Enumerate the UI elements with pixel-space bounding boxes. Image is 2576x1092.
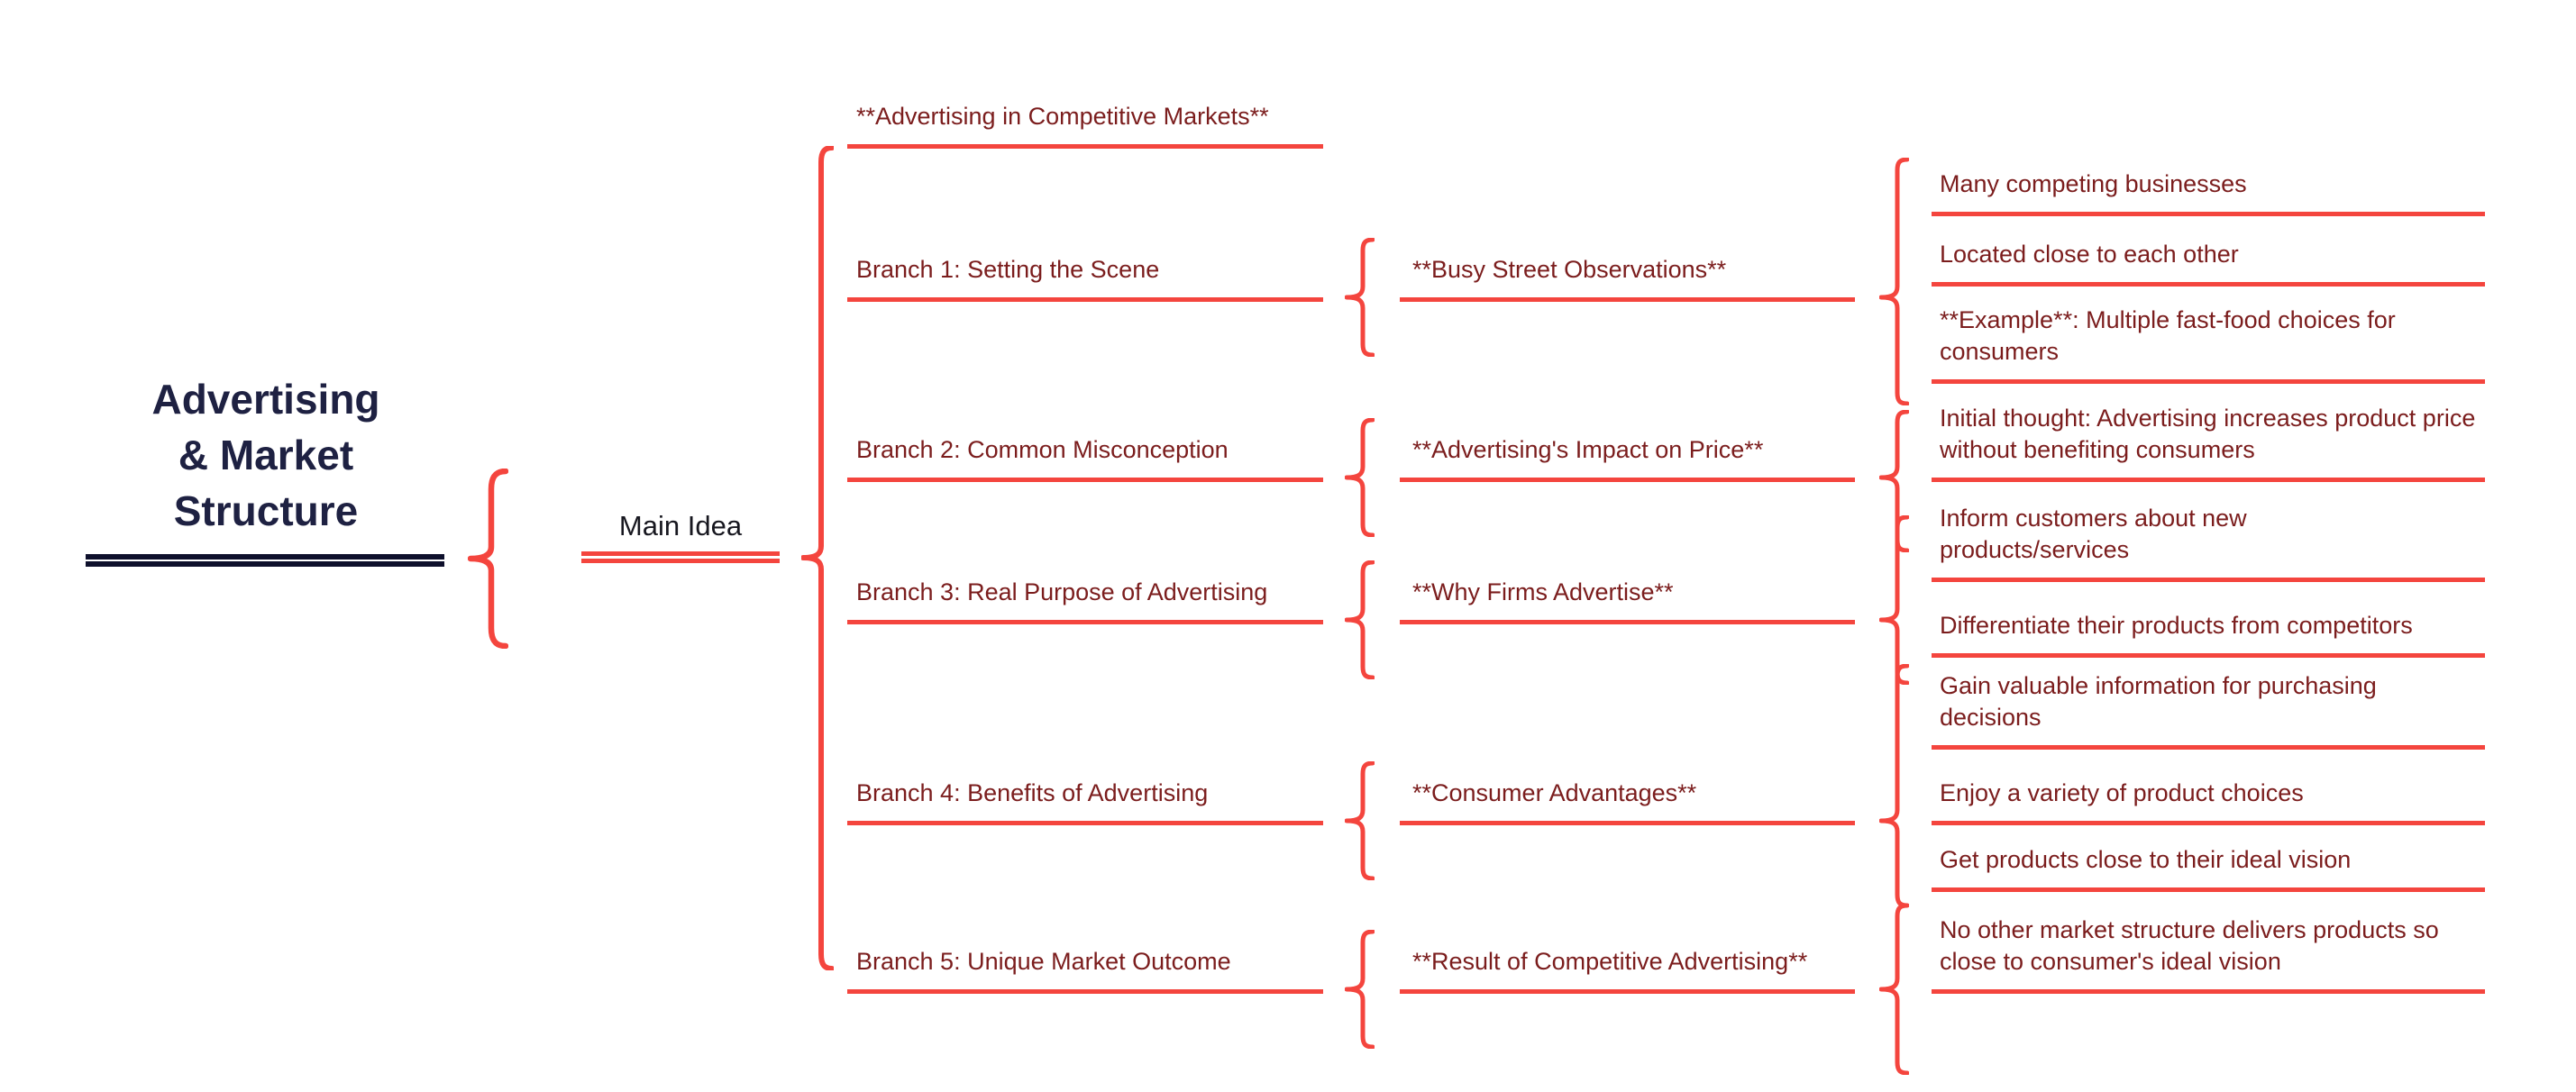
topic-5-label: **Result of Competitive Advertising** [1412,948,1808,975]
brace-path [1879,904,1909,1075]
main-idea-label: Main Idea [618,510,743,541]
leaf-5-1: No other market structure delivers produ… [1932,915,2485,994]
leaf-3-2-label: Differentiate their products from compet… [1940,612,2413,639]
branch-1-node: Branch 1: Setting the Scene [847,254,1323,302]
root-title-line-1: Advertising [151,376,380,423]
brace-topic-1-to-leaves [1879,158,1909,405]
branch-1-label: Branch 1: Setting the Scene [856,256,1160,283]
leaf-4-3-label: Get products close to their ideal vision [1940,846,2352,873]
brace-topic-3-to-leaves [1879,515,1909,685]
leaf-1-1: Many competing businesses [1932,168,2485,216]
topic-3-node: **Why Firms Advertise** [1400,577,1855,624]
leaf-4-2: Enjoy a variety of product choices [1932,778,2485,825]
branch-4-node: Branch 4: Benefits of Advertising [847,778,1323,825]
brace-path [1879,158,1909,405]
brace-topic-5-to-leaves [1879,904,1909,1075]
leaf-4-1-label: Gain valuable information for purchasing… [1940,672,2377,731]
branch-2-label: Branch 2: Common Misconception [856,436,1229,463]
brace-branch-2-to-topic [1345,418,1375,537]
main-idea-double-underline [581,551,780,563]
topic-2-node: **Advertising's Impact on Price** [1400,434,1855,482]
brace-path [1879,664,1909,907]
brace-branch-5-to-topic [1345,930,1375,1049]
main-idea-node: Main Idea [581,509,780,543]
leaf-1-1-label: Many competing businesses [1940,170,2247,197]
topic-1-node: **Busy Street Observations** [1400,254,1855,302]
branch-3-label: Branch 3: Real Purpose of Advertising [856,578,1268,605]
brace-branch-1-to-topic [1345,238,1375,357]
root-double-underline [86,554,444,567]
leaf-3-1-label: Inform customers about new products/serv… [1940,505,2247,563]
leaf-2-1: Initial thought: Advertising increases p… [1932,403,2485,482]
branch-2-node: Branch 2: Common Misconception [847,434,1323,482]
leaf-4-3: Get products close to their ideal vision [1932,844,2485,892]
brace-topic-4-to-leaves [1879,664,1909,907]
topic-3-label: **Why Firms Advertise** [1412,578,1674,605]
brace-branch-4-to-topic [1345,761,1375,880]
leaf-5-1-label: No other market structure delivers produ… [1940,916,2439,975]
brace-path [1345,418,1375,537]
brace-path [1345,761,1375,880]
topic-4-node: **Consumer Advantages** [1400,778,1855,825]
leaf-4-1: Gain valuable information for purchasing… [1932,670,2485,750]
brace-path [468,469,508,649]
brace-path [1345,930,1375,1049]
leaf-1-3-label: **Example**: Multiple fast-food choices … [1940,306,2396,365]
leaf-3-2: Differentiate their products from compet… [1932,610,2485,658]
brace-path [1345,560,1375,679]
intro-label: **Advertising in Competitive Markets** [856,103,1269,130]
branch-5-node: Branch 5: Unique Market Outcome [847,946,1323,994]
brace-path [801,146,834,970]
topic-1-label: **Busy Street Observations** [1412,256,1727,283]
branch-5-label: Branch 5: Unique Market Outcome [856,948,1231,975]
branch-3-node: Branch 3: Real Purpose of Advertising [847,577,1323,624]
leaf-3-1: Inform customers about new products/serv… [1932,503,2485,582]
topic-2-label: **Advertising's Impact on Price** [1412,436,1764,463]
topic-4-label: **Consumer Advantages** [1412,779,1697,806]
leaf-1-2: Located close to each other [1932,239,2485,287]
brace-main-idea-to-branches [801,146,834,970]
branch-4-label: Branch 4: Benefits of Advertising [856,779,1209,806]
root-title-line-3: Structure [173,487,359,534]
leaf-1-2-label: Located close to each other [1940,241,2239,268]
leaf-4-2-label: Enjoy a variety of product choices [1940,779,2304,806]
leaf-1-3: **Example**: Multiple fast-food choices … [1932,305,2485,384]
brace-root-to-main-idea [468,469,508,649]
topic-5-node: **Result of Competitive Advertising** [1400,946,1855,994]
leaf-2-1-label: Initial thought: Advertising increases p… [1940,405,2476,463]
root-title: Advertising & Market Structure [86,371,446,539]
brace-path [1345,238,1375,357]
root-title-line-2: & Market [178,432,354,478]
intro-node: **Advertising in Competitive Markets** [847,101,1323,149]
brace-path [1879,515,1909,685]
brace-branch-3-to-topic [1345,560,1375,679]
